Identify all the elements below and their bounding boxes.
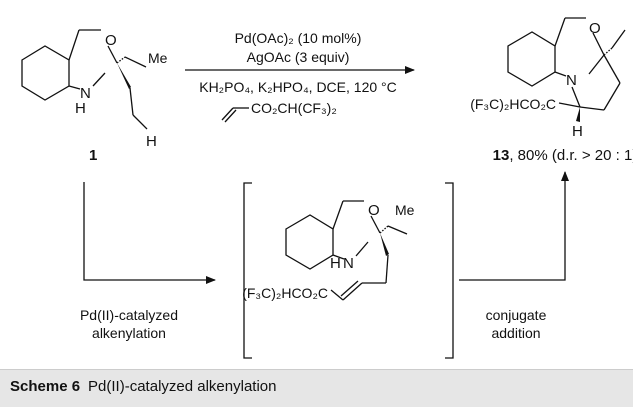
starting-material-atoms: O N H Me H 1 xyxy=(75,32,168,164)
step2-label-line1: conjugate xyxy=(486,307,547,323)
atom-n-product: N xyxy=(566,72,577,89)
atom-o-start: O xyxy=(105,32,117,49)
product-structure xyxy=(507,17,626,122)
reagent-conditions: KH₂PO₄, K₂HPO₄, DCE, 120 °C xyxy=(199,79,397,95)
ester-product: (F₃C)₂HCO₂C xyxy=(470,96,556,112)
atom-h-on-n-start: H xyxy=(75,100,86,117)
reagent-acrylate: CO₂CH(CF₃)₂ xyxy=(251,100,337,116)
atom-n-start: N xyxy=(80,85,91,102)
reagent-catalyst: Pd(OAc)₂ (10 mol%) xyxy=(235,30,362,46)
intermediate-atoms: O N H Me (F₃C)₂HCO₂C xyxy=(242,202,414,301)
reagent-oxidant: AgOAc (3 equiv) xyxy=(247,49,350,65)
product-label: 13, 80% (d.r. > 20 : 1) xyxy=(493,147,633,164)
step1-label-line1: Pd(II)-catalyzed xyxy=(80,307,178,323)
acrylate-structure xyxy=(221,107,249,123)
caption-text: Pd(II)-catalyzed alkenylation xyxy=(88,378,277,395)
starting-material-structure xyxy=(21,29,148,130)
pathway-arrow-down-right xyxy=(83,182,216,284)
methyl-start: Me xyxy=(148,50,168,66)
intermediate-structure xyxy=(285,200,408,301)
methyl-intermediate: Me xyxy=(395,202,415,218)
ester-intermediate: (F₃C)₂HCO₂C xyxy=(242,285,328,301)
reagents: Pd(OAc)₂ (10 mol%) AgOAc (3 equiv) KH₂PO… xyxy=(199,30,397,123)
atom-n-intermediate: N xyxy=(343,255,354,272)
step1-label-line2: alkenylation xyxy=(92,325,166,341)
compound-number-1: 1 xyxy=(89,147,97,164)
step2-label-line2: addition xyxy=(491,325,540,341)
atom-h-terminal-start: H xyxy=(146,133,157,150)
scheme-caption: Scheme 6 Pd(II)-catalyzed alkenylation xyxy=(10,378,276,395)
atom-o-intermediate: O xyxy=(368,202,380,219)
caption-bar xyxy=(0,370,633,407)
atom-h-intermediate: H xyxy=(330,255,341,272)
caption-label: Scheme 6 xyxy=(10,378,81,395)
atom-h-product: H xyxy=(572,123,583,140)
intermediate-brackets xyxy=(243,182,454,359)
atom-o-product: O xyxy=(589,20,601,37)
pathway-arrow-right-up xyxy=(459,171,569,281)
product-atoms: O N (F₃C)₂HCO₂C H 13, 80% (d.r. > 20 : 1… xyxy=(470,20,633,164)
